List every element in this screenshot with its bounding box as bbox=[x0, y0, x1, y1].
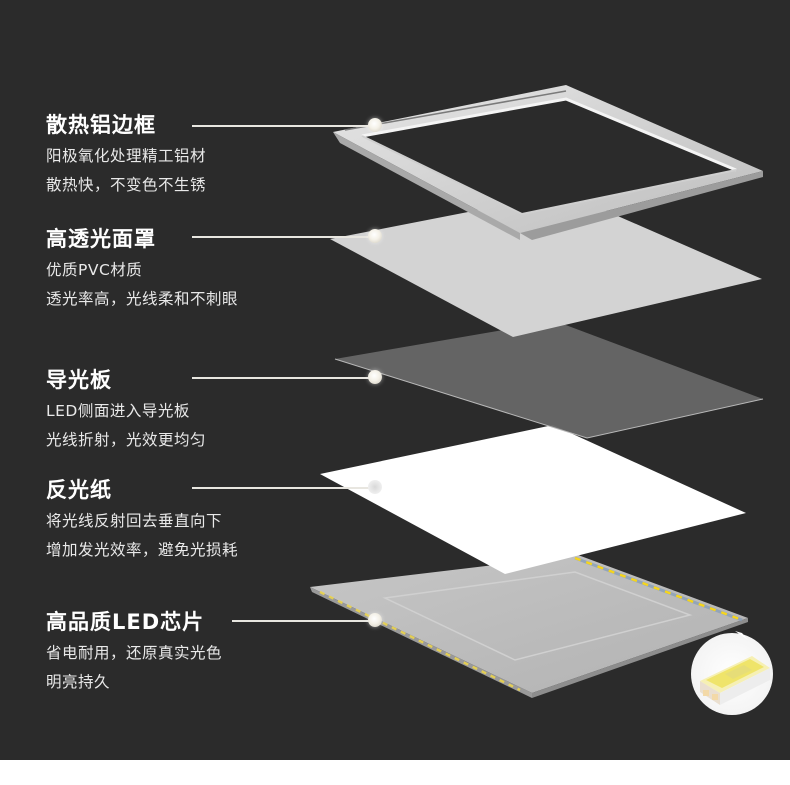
feature-led-chip: 高品质LED芯片 省电耐用，还原真实光色 明亮持久 bbox=[46, 609, 222, 697]
callout-dot-diffuser bbox=[368, 229, 382, 243]
exploded-view-panel: 散热铝边框 阳极氧化处理精工铝材 散热快，不变色不生锈 高透光面罩 优质PVC材… bbox=[0, 0, 790, 760]
feature-desc-line: 明亮持久 bbox=[46, 673, 111, 691]
leader-line-frame bbox=[192, 125, 374, 127]
feature-desc-line: LED侧面进入导光板 bbox=[46, 402, 190, 420]
leader-line-diffuser bbox=[192, 236, 374, 238]
aluminum-frame-layer bbox=[333, 85, 763, 240]
feature-reflector-paper: 反光纸 将光线反射回去垂直向下 增加发光效率，避免光损耗 bbox=[46, 477, 238, 565]
feature-light-guide-plate: 导光板 LED侧面进入导光板 光线折射，光效更均匀 bbox=[46, 367, 206, 455]
exploded-layers-illustration bbox=[310, 85, 773, 715]
feature-desc-line: 透光率高，光线柔和不刺眼 bbox=[46, 290, 239, 308]
feature-title: 高透光面罩 bbox=[46, 227, 156, 251]
feature-title: 反光纸 bbox=[46, 478, 112, 502]
reflector-paper-layer bbox=[320, 425, 746, 574]
callout-dot-light-guide bbox=[368, 370, 382, 384]
feature-title: 散热铝边框 bbox=[46, 113, 156, 137]
callout-dot-reflector bbox=[368, 480, 382, 494]
feature-diffuser-cover: 高透光面罩 优质PVC材质 透光率高，光线柔和不刺眼 bbox=[46, 226, 238, 314]
feature-desc-line: 增加发光效率，避免光损耗 bbox=[46, 541, 239, 559]
callout-dot-led bbox=[368, 613, 382, 627]
leader-line-reflector bbox=[192, 487, 374, 489]
led-base-plate bbox=[310, 555, 748, 698]
led-chip-closeup-icon bbox=[691, 631, 773, 715]
light-guide-plate-layer bbox=[334, 321, 764, 439]
feature-desc-line: 省电耐用，还原真实光色 bbox=[46, 644, 223, 662]
feature-title: 高品质LED芯片 bbox=[46, 610, 205, 634]
feature-desc-line: 散热快，不变色不生锈 bbox=[46, 176, 207, 194]
footer-whitespace bbox=[0, 760, 790, 785]
feature-desc-line: 将光线反射回去垂直向下 bbox=[46, 512, 223, 530]
diffuser-cover-layer bbox=[330, 193, 762, 337]
leader-line-light-guide bbox=[192, 377, 374, 379]
leader-line-led bbox=[232, 620, 374, 622]
feature-desc-line: 优质PVC材质 bbox=[46, 261, 143, 279]
feature-desc-line: 光线折射，光效更均匀 bbox=[46, 431, 207, 449]
callout-dot-frame bbox=[368, 118, 382, 132]
feature-desc-line: 阳极氧化处理精工铝材 bbox=[46, 147, 207, 165]
feature-aluminum-frame: 散热铝边框 阳极氧化处理精工铝材 散热快，不变色不生锈 bbox=[46, 112, 206, 200]
feature-title: 导光板 bbox=[46, 368, 112, 392]
